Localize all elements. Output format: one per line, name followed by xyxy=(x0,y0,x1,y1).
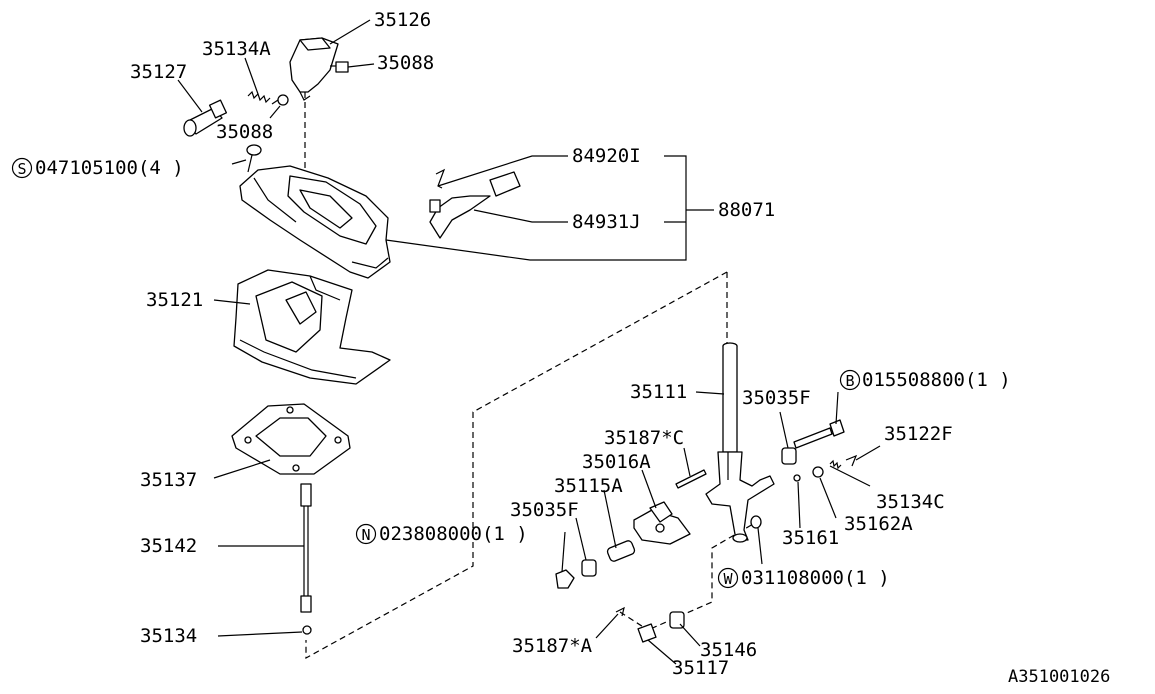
label-35115A: 35115A xyxy=(554,475,623,497)
label-35142: 35142 xyxy=(140,535,197,557)
spring-35134A xyxy=(247,90,271,104)
label-35016A: 35016A xyxy=(582,451,651,473)
assembly-guides xyxy=(304,92,761,660)
marker-B: B xyxy=(839,369,861,391)
leader-lines xyxy=(177,19,881,665)
diagram-id: A351001026 xyxy=(1008,667,1110,687)
knob-button-35127 xyxy=(183,99,228,137)
shift-cover xyxy=(239,165,391,279)
label-35121: 35121 xyxy=(146,289,203,311)
label-35035F-left: 35035F xyxy=(510,499,579,521)
washer-W031108000 xyxy=(750,515,762,529)
clip-35134 xyxy=(302,625,312,635)
screw-35088-top xyxy=(330,61,349,73)
part-labels: 35126 35134A 35088 35127 35088 047105100… xyxy=(35,9,1110,687)
screw-S047105100 xyxy=(246,144,262,173)
pin-35161 xyxy=(793,474,801,482)
indicator-harness xyxy=(429,168,521,239)
svg-text:N: N xyxy=(361,526,370,544)
label-35088-mid: 35088 xyxy=(216,121,273,143)
label-35035F-right: 35035F xyxy=(742,387,811,409)
svg-text:S: S xyxy=(17,160,26,178)
washer-35162A xyxy=(812,466,824,478)
label-35122F: 35122F xyxy=(884,423,953,445)
label-84920I: 84920I xyxy=(572,145,641,167)
nut-N023808000 xyxy=(555,569,575,589)
shift-knob-35126 xyxy=(289,37,339,101)
bushing-35035F-left xyxy=(581,559,597,577)
bracket-35016A xyxy=(633,501,691,545)
label-35187A: 35187*A xyxy=(512,635,593,657)
label-35134A: 35134A xyxy=(202,38,271,60)
rod-35142 xyxy=(300,483,312,613)
bushing-35115A xyxy=(606,540,636,562)
label-88071: 88071 xyxy=(718,199,775,221)
marker-W: W xyxy=(717,567,739,589)
bushing-35035F-right xyxy=(781,447,797,465)
label-W031108000: 031108000(1 ) xyxy=(741,567,890,589)
block-35117 xyxy=(637,623,657,643)
label-35088-top: 35088 xyxy=(377,52,434,74)
shift-lever-35111 xyxy=(705,342,775,543)
label-B015508800: 015508800(1 ) xyxy=(862,369,1011,391)
label-35146: 35146 xyxy=(700,639,757,661)
label-35134C: 35134C xyxy=(876,491,945,513)
screw-35088-mid xyxy=(271,94,289,106)
cotter-35187A xyxy=(615,606,625,617)
label-S047105100: 047105100(4 ) xyxy=(35,157,184,179)
svg-text:W: W xyxy=(723,570,733,588)
marker-S: S xyxy=(11,157,33,179)
label-35134: 35134 xyxy=(140,625,197,647)
label-35117: 35117 xyxy=(672,657,729,679)
label-35137: 35137 xyxy=(140,469,197,491)
label-35187C: 35187*C xyxy=(604,427,684,449)
label-35126: 35126 xyxy=(374,9,431,31)
gasket-35137 xyxy=(231,403,351,475)
label-84931J: 84931J xyxy=(572,211,641,233)
label-35127: 35127 xyxy=(130,61,187,83)
spring-35134C xyxy=(829,454,858,470)
svg-text:B: B xyxy=(845,372,854,390)
label-N023808000: 023808000(1 ) xyxy=(379,523,528,545)
label-35111: 35111 xyxy=(630,381,687,403)
pin-35187C xyxy=(675,469,707,489)
label-35162A: 35162A xyxy=(844,513,913,535)
label-35161: 35161 xyxy=(782,527,839,549)
marker-N: N xyxy=(355,523,377,545)
bolt-B015508800 xyxy=(793,419,845,449)
shift-base-35121 xyxy=(233,269,391,385)
